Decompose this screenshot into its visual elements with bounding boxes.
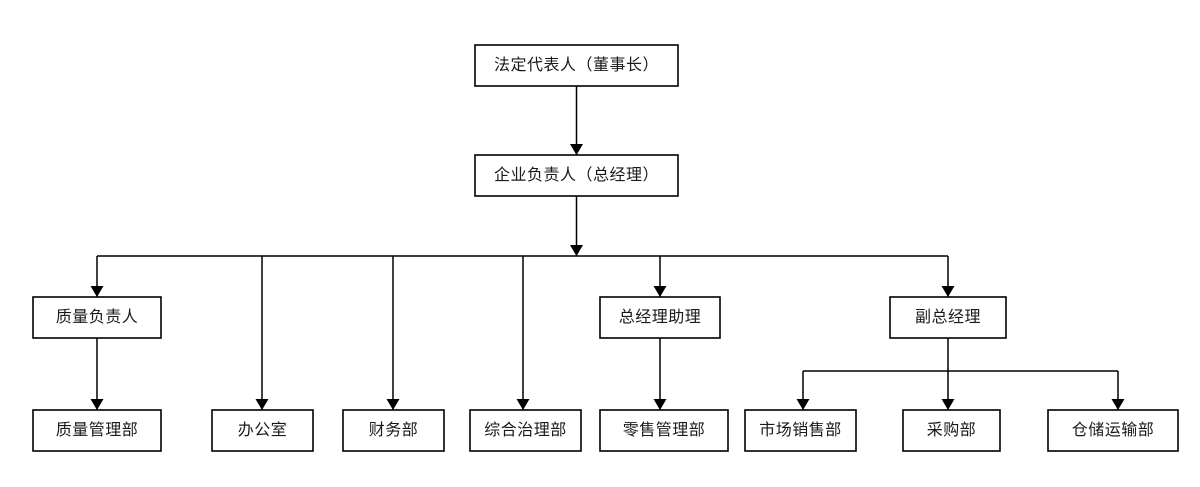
arrow-to-gm-assistant	[653, 286, 667, 297]
org-node-comprehensive-governance-dept[interactable]: 综合治理部	[469, 409, 582, 452]
org-node-label-comprehensive-governance-dept: 综合治理部	[484, 421, 567, 439]
org-node-quality-management-dept[interactable]: 质量管理部	[32, 409, 162, 452]
org-node-warehouse-transport-dept[interactable]: 仓储运输部	[1047, 409, 1179, 452]
org-node-box-retail-management-dept	[599, 409, 729, 452]
arrow-to-finance-dept	[386, 399, 400, 410]
org-node-box-general-manager	[474, 154, 679, 197]
org-node-box-gm-assistant	[599, 296, 721, 339]
org-node-box-purchasing-dept	[902, 409, 1001, 452]
org-node-general-manager[interactable]: 企业负责人（总经理）	[474, 154, 679, 197]
org-node-purchasing-dept[interactable]: 采购部	[902, 409, 1001, 452]
org-node-box-quality-management-dept	[32, 409, 162, 452]
org-node-label-legal-representative: 法定代表人（董事长）	[494, 56, 659, 74]
org-node-label-quality-director: 质量负责人	[56, 308, 139, 326]
org-node-box-market-sales-dept	[744, 409, 857, 452]
arrow-to-quality-director	[90, 286, 104, 297]
arrow-to-comprehensive-governance-dept	[516, 399, 530, 410]
org-node-box-office	[211, 409, 314, 452]
arrow-to-warehouse-transport-dept	[1111, 399, 1125, 410]
org-node-label-gm-assistant: 总经理助理	[619, 308, 702, 326]
org-node-label-retail-management-dept: 零售管理部	[623, 421, 706, 439]
arrow-to-purchasing-dept	[941, 399, 955, 410]
connector-layer	[90, 86, 1125, 410]
org-node-box-quality-director	[32, 296, 162, 339]
org-node-market-sales-dept[interactable]: 市场销售部	[744, 409, 857, 452]
org-node-gm-assistant[interactable]: 总经理助理	[599, 296, 721, 339]
org-node-label-quality-management-dept: 质量管理部	[56, 421, 139, 439]
org-node-label-office: 办公室	[238, 421, 288, 439]
arrow-to-main-bus	[570, 245, 583, 256]
org-node-deputy-general-manager[interactable]: 副总经理	[889, 296, 1007, 339]
org-node-box-comprehensive-governance-dept	[469, 409, 582, 452]
org-node-retail-management-dept[interactable]: 零售管理部	[599, 409, 729, 452]
org-node-label-purchasing-dept: 采购部	[927, 421, 977, 439]
org-node-office[interactable]: 办公室	[211, 409, 314, 452]
org-node-label-deputy-general-manager: 副总经理	[915, 308, 981, 326]
org-node-label-market-sales-dept: 市场销售部	[759, 421, 842, 439]
arrow-to-deputy-general-manager	[941, 286, 955, 297]
org-node-box-deputy-general-manager	[889, 296, 1007, 339]
org-node-quality-director[interactable]: 质量负责人	[32, 296, 162, 339]
org-node-label-general-manager: 企业负责人（总经理）	[494, 166, 659, 184]
arrow-to-office	[255, 399, 269, 410]
org-node-label-warehouse-transport-dept: 仓储运输部	[1072, 421, 1155, 439]
org-node-finance-dept[interactable]: 财务部	[342, 409, 445, 452]
org-node-box-finance-dept	[342, 409, 445, 452]
arrow-to-retail-management-dept	[653, 399, 667, 410]
org-node-legal-representative[interactable]: 法定代表人（董事长）	[474, 44, 679, 87]
org-node-box-warehouse-transport-dept	[1047, 409, 1179, 452]
org-node-label-finance-dept: 财务部	[369, 421, 419, 439]
org-node-box-legal-representative	[474, 44, 679, 87]
arrow-to-quality-management-dept	[90, 399, 104, 410]
arrow-to-general-manager	[570, 144, 583, 155]
arrow-to-market-sales-dept	[796, 399, 810, 410]
